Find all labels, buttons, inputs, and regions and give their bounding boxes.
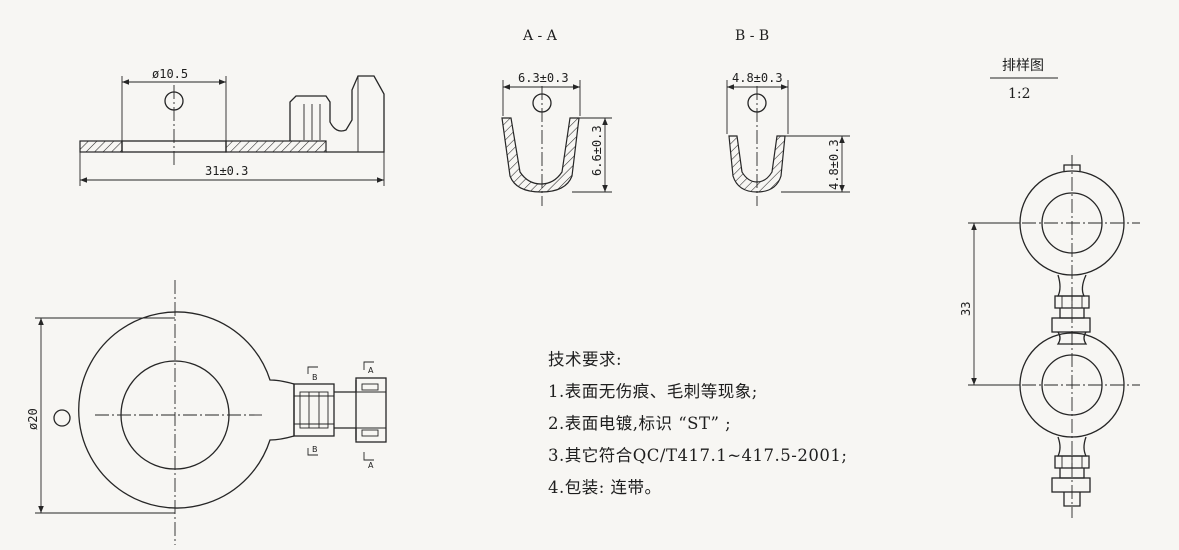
layout-pitch-dim: 33 (959, 302, 973, 316)
section-a-height-dim: 6.6±0.3 (590, 125, 604, 176)
technical-requirements: 技术要求: 1.表面无伤痕、毛刺等现象; 2.表面电镀,标识 “ST” ; 3.… (548, 344, 847, 504)
plan-view: ø20 B B A A (26, 280, 387, 545)
section-a-title: A - A (522, 28, 558, 44)
section-b-height-dim: 4.8±0.3 (827, 139, 841, 190)
side-length-dim: 31±0.3 (205, 164, 248, 178)
section-b-view: B - B 4.8±0.3 4.8±0.3 (726, 28, 850, 206)
section-b-width-dim: 4.8±0.3 (732, 71, 783, 85)
section-b-title: B - B (735, 28, 769, 44)
strip-layout-view: 排样图 1:2 33 (959, 58, 1140, 518)
requirement-item-1: 1.表面无伤痕、毛刺等现象; (548, 382, 758, 401)
marker-a-bottom: A (368, 461, 374, 470)
requirement-item-2: 2.表面电镀,标识 “ST” ; (548, 414, 732, 433)
marker-b-bottom: B (312, 445, 318, 454)
marker-b-top: B (312, 373, 318, 382)
marker-a-top: A (368, 366, 374, 375)
requirement-item-4: 4.包装: 连带。 (548, 478, 662, 497)
layout-title: 排样图 (1002, 58, 1044, 74)
side-dia-dim: ø10.5 (152, 67, 188, 81)
requirement-item-3: 3.其它符合QC/T417.1~417.5-2001; (548, 446, 848, 465)
layout-scale: 1:2 (1008, 86, 1031, 102)
side-view: ø10.5 31±0.3 (79, 67, 385, 186)
plan-dia-dim: ø20 (26, 408, 40, 430)
section-a-width-dim: 6.3±0.3 (518, 71, 569, 85)
section-a-view: A - A 6.3±0.3 6.6±0.3 (501, 28, 612, 206)
requirements-heading: 技术要求: (548, 350, 623, 369)
